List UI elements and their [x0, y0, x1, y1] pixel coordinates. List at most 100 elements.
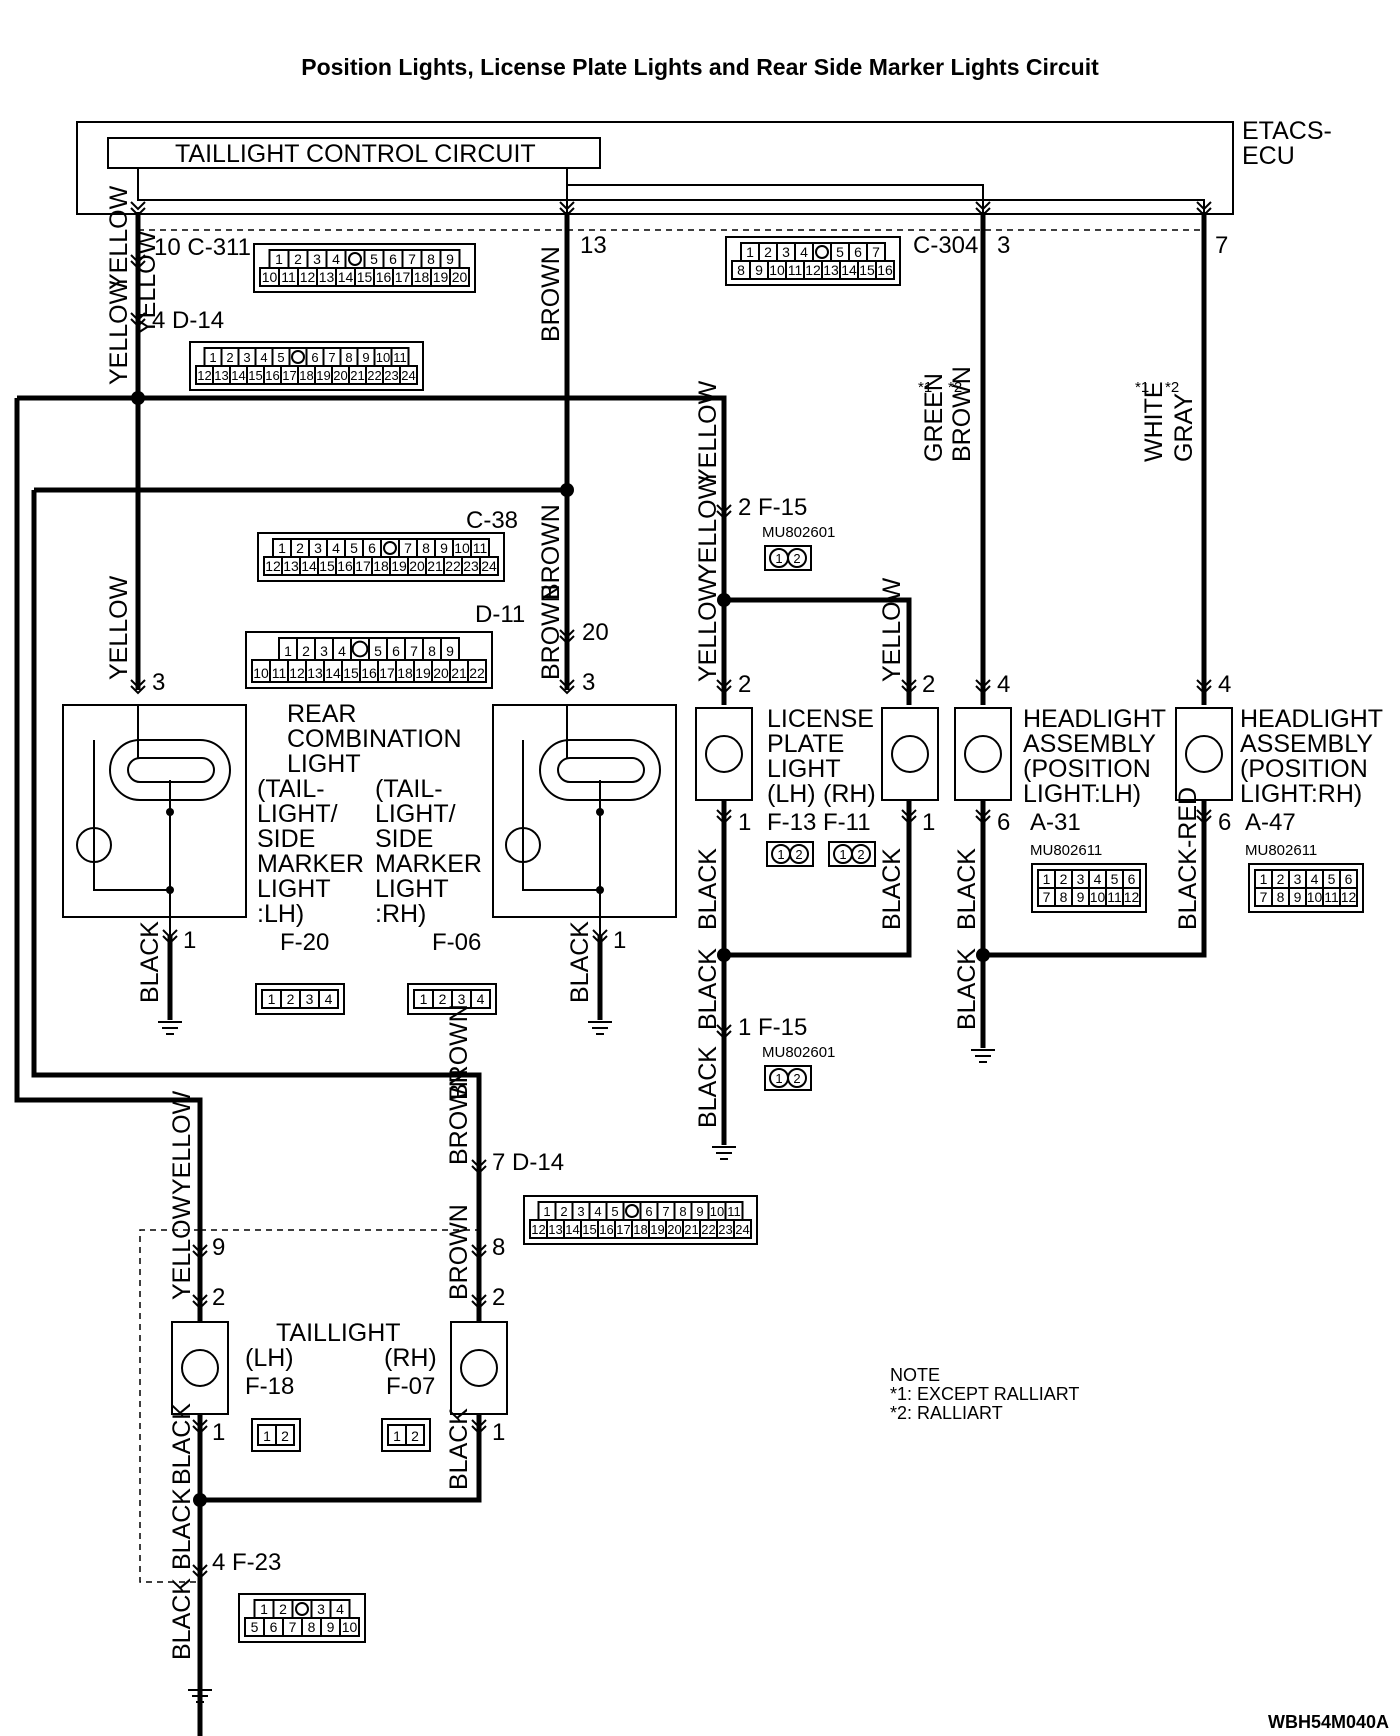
pin-1-lh: 1	[183, 927, 196, 954]
connector-arrows	[130, 201, 1212, 1580]
pin-3-rh: 3	[582, 669, 595, 696]
connector-pin: 3	[782, 244, 790, 260]
wire-yellow-5: YELLOW	[694, 577, 722, 682]
ecu-name-2: ECU	[1242, 142, 1295, 170]
wire-black-9: BLACK	[168, 1403, 196, 1485]
rear-combo-rh-box	[492, 704, 677, 918]
connector-pin: 10	[342, 1619, 358, 1635]
connector-pin: 10	[1090, 889, 1106, 905]
pin-4-ha-lh: 4	[997, 671, 1010, 698]
connector-pin: 23	[384, 368, 398, 383]
wire-black-5: BLACK	[694, 948, 722, 1030]
connector-pin: 2	[294, 251, 302, 267]
wire-yellow-8: YELLOW	[168, 1195, 196, 1300]
connector-pin: 9	[696, 1204, 703, 1219]
connector-pin: 19	[316, 368, 330, 383]
connector-pin: 4	[594, 1204, 601, 1219]
taillight-2: (LH)	[245, 1344, 294, 1372]
connector-pin: 19	[650, 1222, 664, 1237]
connector-pin: 7	[1260, 889, 1268, 905]
pin-9: 9	[212, 1234, 225, 1261]
component-text: LIGHT:RH)	[1240, 780, 1362, 808]
wire-black-2: BLACK	[566, 921, 594, 1003]
pin-2-tl-lh: 2	[212, 1284, 225, 1311]
connector-pin: 2	[857, 847, 864, 862]
d11-label: D-11	[475, 601, 525, 628]
connector-pin: 5	[350, 540, 358, 556]
headlight-lh-box	[954, 707, 1012, 801]
connector-pin: 3	[577, 1204, 584, 1219]
connector-pin: 23	[463, 558, 479, 574]
wire-yellow-6: YELLOW	[878, 577, 906, 682]
wire-yellow-7: YELLOW	[168, 1090, 196, 1195]
star1-a: *1	[918, 379, 932, 396]
connector-pin: 6	[311, 350, 318, 365]
f15-top-label: 2 F-15	[738, 494, 807, 521]
connector-pin: 5	[1111, 871, 1119, 887]
connector-pin: 2	[279, 1601, 287, 1617]
license-1: LICENSE	[767, 705, 874, 733]
component-text: ASSEMBLY	[1023, 730, 1156, 758]
connector-pin: 8	[679, 1204, 686, 1219]
connector-pin: 18	[373, 558, 389, 574]
taillight-lh-box	[171, 1321, 229, 1415]
connector-pin: 20	[667, 1222, 681, 1237]
connector-pin: 21	[427, 558, 443, 574]
connector-pin: 6	[854, 244, 862, 260]
component-text: MARKER	[375, 850, 482, 878]
f15-bot-part: MU802601	[762, 1044, 835, 1061]
connector-pin: 7	[289, 1619, 297, 1635]
f20-label: F-20	[280, 929, 329, 956]
connector-pin: 7	[1043, 889, 1051, 905]
component-text: SIDE	[375, 825, 433, 853]
connector-pin: 18	[414, 269, 430, 285]
connector-pin: 17	[379, 665, 395, 681]
connector-pin: 24	[481, 558, 497, 574]
pin-3-lh: 3	[152, 669, 165, 696]
pin-1-lic-lh: 1	[738, 809, 751, 836]
connector-pin: 20	[433, 665, 449, 681]
ground-icon	[188, 1689, 212, 1703]
wire-brown-2: BROWN	[537, 504, 565, 600]
connector-pin: 17	[395, 269, 411, 285]
connector-pin: 22	[701, 1222, 715, 1237]
rear-combo-2: COMBINATION	[287, 725, 462, 753]
pin-6-ha-lh: 6	[997, 809, 1010, 836]
connector-pin: 23	[718, 1222, 732, 1237]
license-2: PLATE	[767, 730, 844, 758]
connector-pin: 12	[1124, 889, 1140, 905]
connector-pin: 1	[775, 551, 782, 566]
connector-pin: 3	[1077, 871, 1085, 887]
connector-pin: 12	[531, 1222, 545, 1237]
connector-pin: 2	[439, 991, 447, 1007]
wire-gray: GRAY	[1170, 393, 1198, 462]
connector-pin: 4	[338, 643, 346, 659]
connector-pin: 9	[755, 262, 763, 278]
connector-pin: 9	[1294, 889, 1302, 905]
connector-pin: 14	[325, 665, 341, 681]
connector-pin: 7	[328, 350, 335, 365]
connector-pin: 1	[268, 991, 276, 1007]
wire-brown-3: BROWN	[537, 584, 565, 680]
connector-pin: 14	[231, 368, 245, 383]
connector-pin: 13	[319, 269, 335, 285]
connector-pin: 2	[411, 1428, 419, 1444]
f15-top-part: MU802601	[762, 524, 835, 541]
license-text: LICENSE PLATE LIGHT (LH) (RH)	[767, 705, 876, 808]
connector-pin: 5	[277, 350, 284, 365]
a47-part: MU802611	[1245, 842, 1317, 859]
connector-pin: 8	[1277, 889, 1285, 905]
connector-pin: 14	[841, 262, 857, 278]
connector-pin: 12	[1341, 889, 1357, 905]
star1-b: *1	[1135, 379, 1149, 396]
connector-pin: 1	[278, 540, 286, 556]
diagram-title: Position Lights, License Plate Lights an…	[301, 54, 1099, 80]
wire-brown-1: BROWN	[537, 246, 565, 342]
wire-yellow-2: YELLOW	[105, 575, 133, 680]
connector-pin: 10	[376, 350, 390, 365]
